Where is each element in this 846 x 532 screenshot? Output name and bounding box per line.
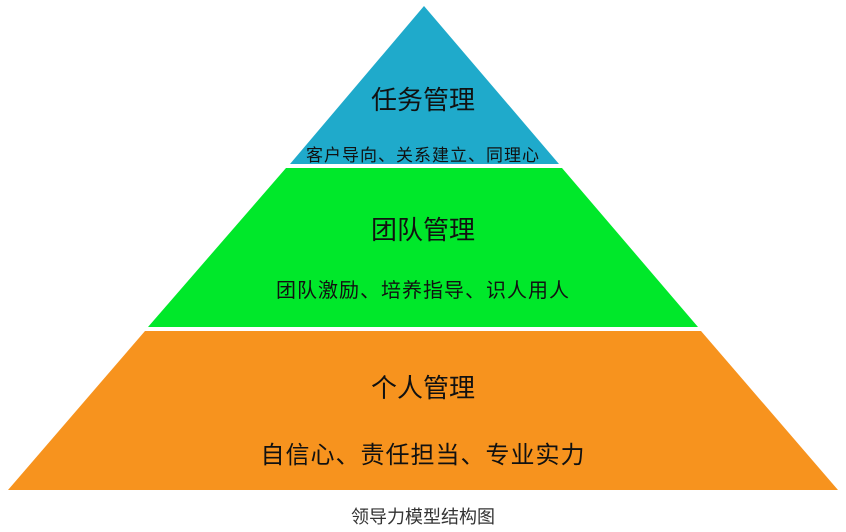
level-middle-title: 团队管理 bbox=[370, 216, 475, 246]
pyramid-level-top bbox=[290, 6, 559, 164]
pyramid-level-bottom bbox=[8, 331, 838, 490]
level-middle-subtitle: 团队激励、培养指导、识人用人 bbox=[276, 278, 570, 302]
pyramid-level-middle bbox=[148, 168, 698, 327]
level-bottom-title: 个人管理 bbox=[370, 374, 475, 404]
level-top-subtitle: 客户导向、关系建立、同理心 bbox=[306, 146, 540, 166]
diagram-caption: 领导力模型结构图 bbox=[351, 507, 495, 528]
level-bottom-subtitle: 自信心、责任担当、专业实力 bbox=[260, 441, 586, 469]
level-top-title: 任务管理 bbox=[370, 86, 475, 116]
